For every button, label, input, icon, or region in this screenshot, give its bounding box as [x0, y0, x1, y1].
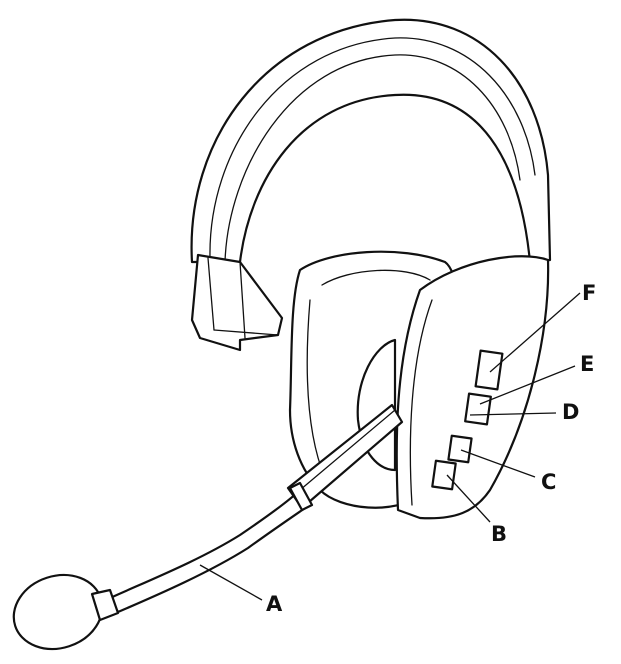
headband-end-pad [192, 255, 282, 350]
button-c [448, 436, 471, 463]
button-b [432, 461, 455, 490]
callout-f: F [582, 281, 596, 305]
button-f [476, 351, 503, 390]
callout-e: E [580, 352, 594, 376]
callout-a: A [266, 592, 283, 616]
earcup-body [397, 256, 548, 518]
headband [192, 20, 550, 262]
leader-a [200, 565, 262, 600]
callout-d: D [562, 400, 579, 424]
microphone-boom [110, 405, 402, 612]
microphone-windscreen [4, 564, 118, 660]
callout-c: C [541, 470, 556, 494]
button-e [465, 394, 491, 425]
callout-b: B [491, 522, 507, 546]
